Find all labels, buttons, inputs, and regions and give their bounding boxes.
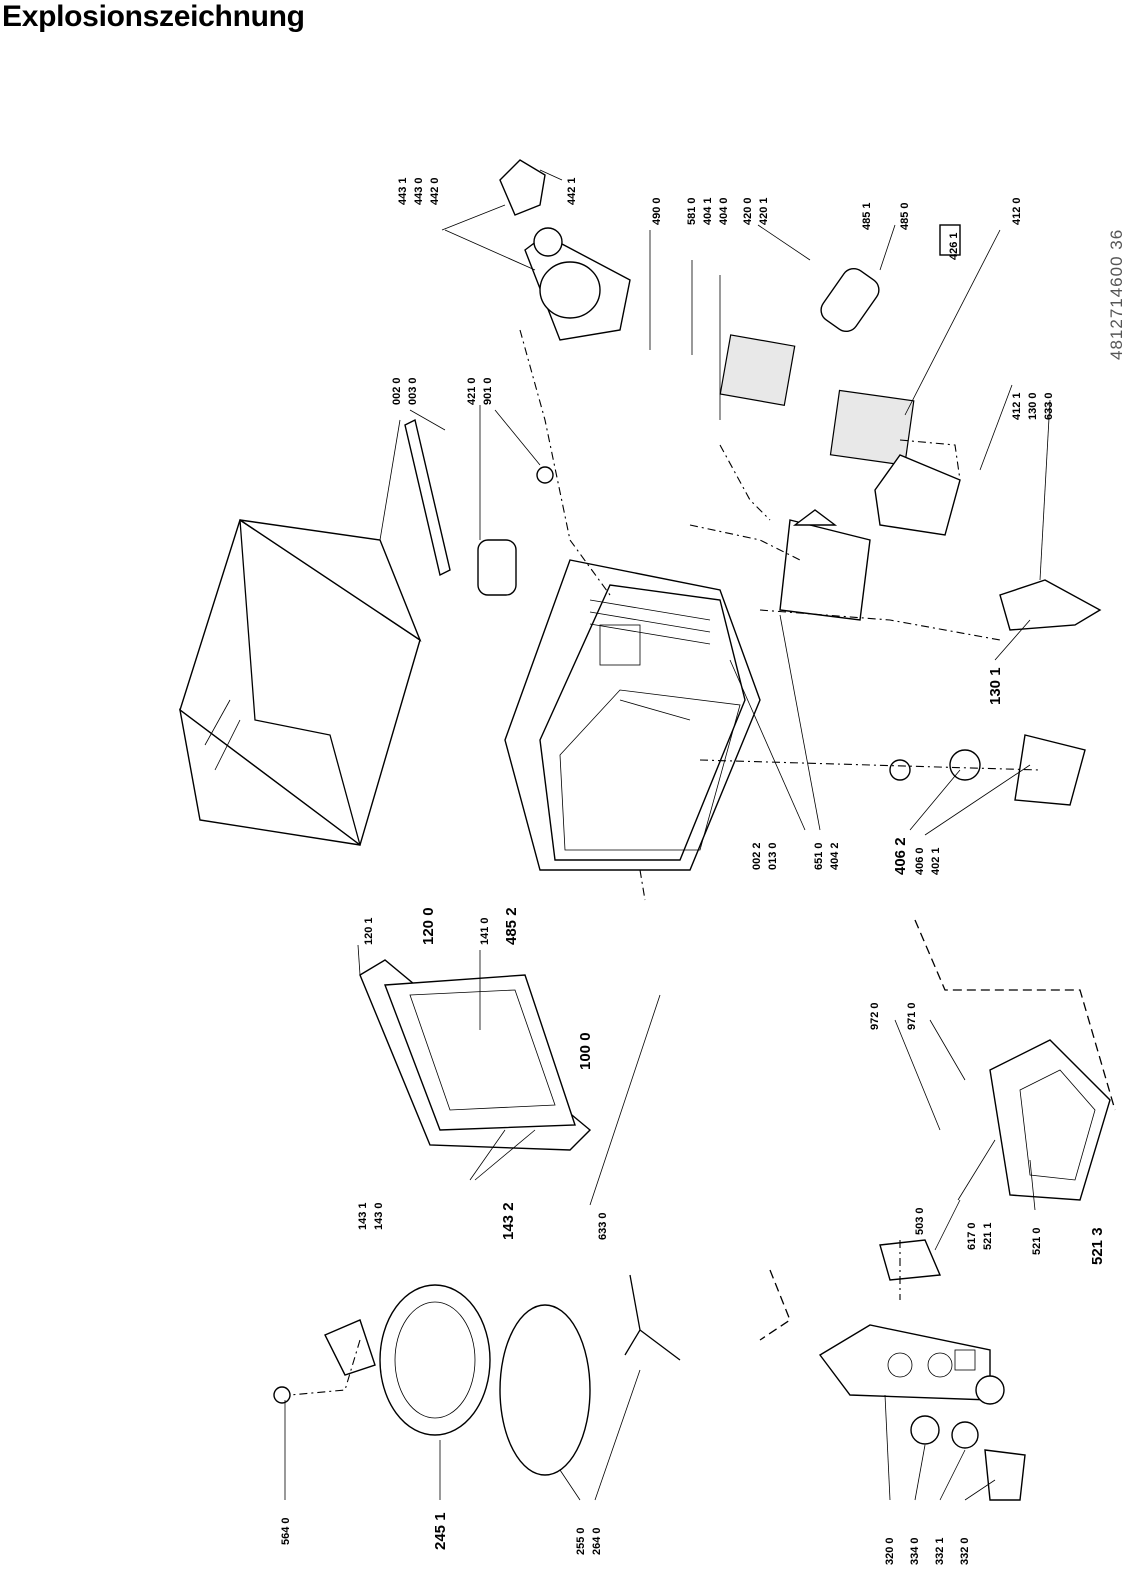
label-412-1: 412 1 bbox=[1011, 392, 1023, 420]
label-141-0: 141 0 bbox=[479, 917, 491, 945]
label-426-1: 426 1 bbox=[948, 232, 960, 260]
label-143-2: 143 2 bbox=[500, 1202, 517, 1240]
bottom-plate bbox=[1014, 734, 1086, 806]
label-485-0: 485 0 bbox=[899, 202, 911, 230]
outer-cover bbox=[178, 518, 422, 847]
label-404-0: 404 0 bbox=[718, 197, 730, 225]
label-420-1: 420 1 bbox=[758, 197, 770, 225]
label-503-0: 503 0 bbox=[914, 1207, 926, 1235]
label-264-0: 264 0 bbox=[591, 1527, 603, 1555]
label-404-1: 404 1 bbox=[702, 197, 714, 225]
label-521-3: 521 3 bbox=[1089, 1227, 1106, 1265]
label-002-0: 002 0 bbox=[391, 377, 403, 405]
label-332-1: 332 1 bbox=[934, 1537, 946, 1565]
label-003-0: 003 0 bbox=[407, 377, 419, 405]
label-412-0: 412 0 bbox=[1011, 197, 1023, 225]
label-421-0: 421 0 bbox=[466, 377, 478, 405]
routing-line-5 bbox=[759, 609, 1001, 641]
label-255-0: 255 0 bbox=[575, 1527, 587, 1555]
label-420-0: 420 0 bbox=[742, 197, 754, 225]
small-fuse bbox=[536, 466, 554, 484]
label-901-0: 901 0 bbox=[482, 377, 494, 405]
label-972-0: 972 0 bbox=[869, 1002, 881, 1030]
label-633-0-top: 633 0 bbox=[1043, 392, 1055, 420]
label-404-2: 404 2 bbox=[829, 842, 841, 870]
routing-line-11 bbox=[719, 444, 771, 521]
routing-line-3 bbox=[899, 439, 961, 481]
label-443-0: 443 0 bbox=[413, 177, 425, 205]
label-581-0: 581 0 bbox=[686, 197, 698, 225]
control-panel bbox=[818, 1239, 1026, 1501]
side-rail bbox=[404, 418, 451, 577]
routing-line-2 bbox=[689, 524, 801, 561]
label-245-1: 245 1 bbox=[432, 1512, 449, 1550]
label-013-0: 013 0 bbox=[767, 842, 779, 870]
routing-line-10 bbox=[639, 869, 646, 901]
page-title: Explosionszeichnung bbox=[2, 0, 305, 33]
label-130-0: 130 0 bbox=[1027, 392, 1039, 420]
label-443-1: 443 1 bbox=[397, 177, 409, 205]
label-442-0: 442 0 bbox=[429, 177, 441, 205]
coupler bbox=[889, 759, 911, 781]
routing-line-4 bbox=[699, 759, 1041, 771]
label-143-1: 143 1 bbox=[357, 1202, 369, 1230]
routing-line-7 bbox=[759, 1269, 791, 1341]
main-chassis bbox=[504, 559, 761, 871]
label-617-0: 617 0 bbox=[966, 1222, 978, 1250]
label-651-0: 651 0 bbox=[813, 842, 825, 870]
routing-line-6 bbox=[914, 919, 1116, 1111]
leader-lines bbox=[284, 169, 1051, 1501]
label-442-1: 442 1 bbox=[566, 177, 578, 205]
turntable-parts bbox=[273, 1274, 681, 1476]
turntable-motor bbox=[949, 749, 981, 781]
label-143-0: 143 0 bbox=[373, 1202, 385, 1230]
label-332-0: 332 0 bbox=[959, 1537, 971, 1565]
label-521-0: 521 0 bbox=[1031, 1227, 1043, 1255]
label-485-1: 485 1 bbox=[861, 202, 873, 230]
label-130-1: 130 1 bbox=[987, 667, 1004, 705]
label-564-0: 564 0 bbox=[280, 1517, 292, 1545]
control-board bbox=[989, 579, 1111, 1201]
door-assembly bbox=[359, 959, 592, 1151]
label-334-0: 334 0 bbox=[909, 1537, 921, 1565]
label-120-0: 120 0 bbox=[420, 907, 437, 945]
label-406-2: 406 2 bbox=[892, 837, 909, 875]
label-100-0: 100 0 bbox=[577, 1032, 594, 1070]
label-320-0: 320 0 bbox=[884, 1537, 896, 1565]
hv-components bbox=[719, 224, 961, 621]
fan-assembly bbox=[499, 159, 631, 341]
label-633-0: 633 0 bbox=[597, 1212, 609, 1240]
label-521-1: 521 1 bbox=[982, 1222, 994, 1250]
label-402-1: 402 1 bbox=[930, 847, 942, 875]
label-971-0: 971 0 bbox=[906, 1002, 918, 1030]
label-485-2: 485 2 bbox=[503, 907, 520, 945]
label-002-2: 002 2 bbox=[751, 842, 763, 870]
capacitor bbox=[477, 539, 517, 596]
part-labels: 443 1 443 0 442 0 442 1 490 0 581 0 404 … bbox=[280, 177, 1106, 1565]
label-406-0: 406 0 bbox=[914, 847, 926, 875]
label-120-1: 120 1 bbox=[363, 917, 375, 945]
document-number: 4812714600 36 bbox=[1107, 229, 1126, 360]
label-490-0: 490 0 bbox=[651, 197, 663, 225]
routing-line-1 bbox=[519, 329, 611, 596]
